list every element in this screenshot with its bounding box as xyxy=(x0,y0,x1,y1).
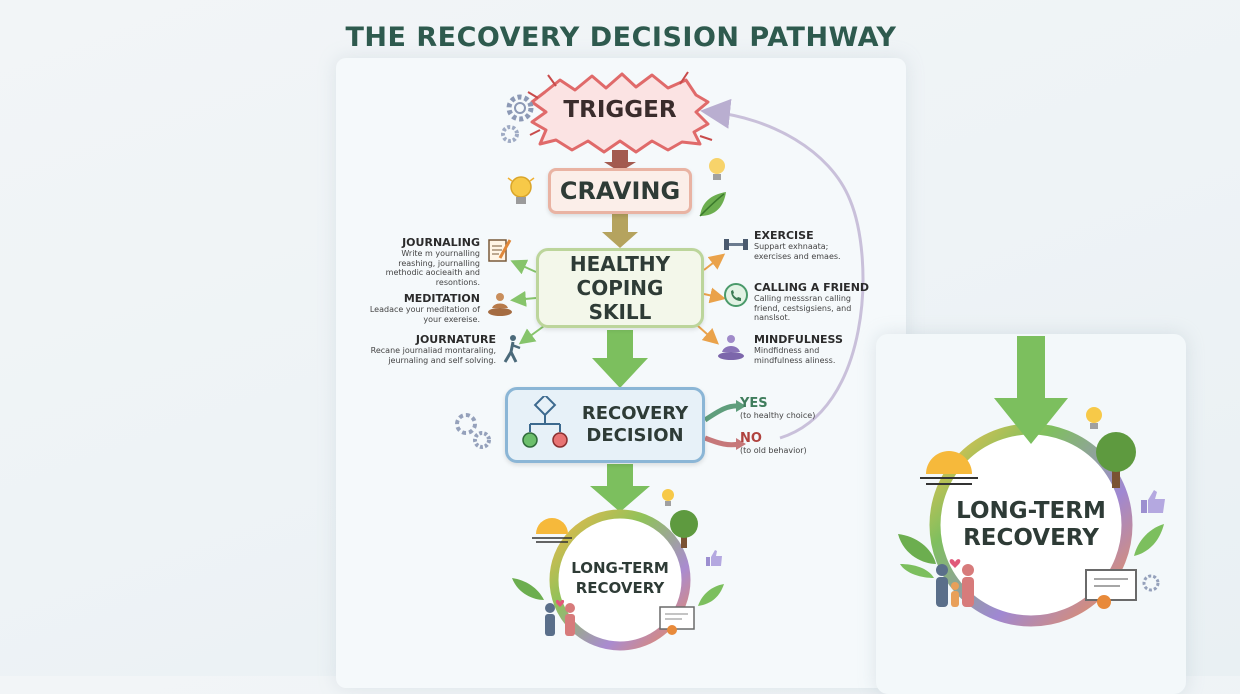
skill-heading: JOURNATURE xyxy=(415,333,496,346)
family-icon xyxy=(936,559,974,607)
choice-no: NO (to old behavior) xyxy=(740,431,807,455)
gear-icon xyxy=(455,413,491,449)
person-walking-icon xyxy=(503,335,521,363)
skill-desc: Mindfidness and mindfulness aliness. xyxy=(754,346,836,365)
coping-skill-node: HEALTHY COPING SKILL xyxy=(536,248,704,328)
meditation-icon xyxy=(488,293,512,316)
skill-arrows xyxy=(510,253,726,345)
sun-icon xyxy=(920,451,978,485)
trigger-burst xyxy=(530,72,710,154)
family-icon xyxy=(545,599,575,636)
craving-node: CRAVING xyxy=(548,168,692,214)
recovery-decision-label: RECOVERY DECISION xyxy=(581,403,689,446)
skill-meditation: MEDITATION Leadace your meditation of yo… xyxy=(368,292,480,324)
flow-graphics xyxy=(510,71,1133,651)
skill-exercise: EXERCISE Suppart exhnaata; exercises and… xyxy=(754,229,864,261)
no-note: (to old behavior) xyxy=(740,446,807,455)
phone-bubble-icon xyxy=(724,283,748,307)
lightbulb-icon xyxy=(662,489,674,506)
no-arrow xyxy=(704,435,741,448)
return-loop-arrow xyxy=(700,98,865,440)
meditation-icon xyxy=(718,335,744,360)
trigger-node: TRIGGER xyxy=(563,97,677,123)
lightbulb-icon xyxy=(709,158,725,180)
skill-journature: JOURNATURE Recane journaliad montaraling… xyxy=(368,333,496,365)
leaf-icon xyxy=(512,578,544,600)
skill-heading: CALLING A FRIEND xyxy=(754,281,870,294)
lightbulb-icon xyxy=(507,176,535,204)
trigger-spark-lines xyxy=(527,71,713,141)
yes-label: YES xyxy=(740,396,768,411)
lightbulb-icon xyxy=(1086,407,1102,429)
leaf-icon xyxy=(1134,524,1164,556)
yes-note: (to healthy choice) xyxy=(740,411,816,420)
skill-desc: Leadace your meditation of your exereise… xyxy=(369,305,480,324)
recovery-decision-node: RECOVERY DECISION xyxy=(505,387,705,463)
leaf-icon xyxy=(898,534,936,578)
gear-icon xyxy=(501,94,534,143)
certificate-icon xyxy=(659,606,695,635)
no-label: NO xyxy=(740,431,762,446)
skill-desc: Write m yournalling reashing, journallin… xyxy=(385,249,480,287)
leaf-icon xyxy=(698,584,724,606)
gear-icon xyxy=(1142,574,1160,592)
skill-heading: MINDFULNESS xyxy=(754,333,843,346)
choice-yes: YES (to healthy choice) xyxy=(740,396,815,420)
skill-heading: JOURNALING xyxy=(402,236,480,249)
skill-heading: MEDITATION xyxy=(403,292,480,305)
long-term-ring xyxy=(549,509,691,651)
thumbs-up-icon xyxy=(1141,490,1165,513)
pencil-notebook-icon xyxy=(488,239,512,262)
skill-mindfulness: MINDFULNESS Mindfidness and mindfulness … xyxy=(754,333,864,365)
skill-journaling: JOURNALING Write m yournalling reashing,… xyxy=(368,236,480,287)
zoomed-down-arrow xyxy=(994,336,1068,444)
tree-icon xyxy=(670,510,698,548)
thumbs-up-icon xyxy=(706,550,722,566)
main-flow-arrows xyxy=(590,150,650,512)
skill-desc: Suppart exhnaata; exercises and emaes. xyxy=(754,242,841,261)
flowchart-icon xyxy=(522,396,568,448)
leaf-icon xyxy=(699,192,726,217)
long-term-recovery-node: LONG-TERM RECOVERY xyxy=(571,559,669,597)
certificate-icon xyxy=(1085,569,1137,609)
tree-icon xyxy=(1096,432,1136,488)
dumbbell-icon xyxy=(724,239,748,250)
skill-calling-a-friend: CALLING A FRIEND Calling messsran callin… xyxy=(754,281,872,323)
skill-desc: Recane journaliad montaraling, jeurnalin… xyxy=(370,346,496,365)
diagram-title: THE RECOVERY DECISION PATHWAY xyxy=(345,22,897,53)
skill-heading: EXERCISE xyxy=(754,229,814,242)
sun-icon xyxy=(532,518,572,543)
long-term-recovery-zoomed: LONG-TERM RECOVERY xyxy=(956,498,1106,551)
skill-desc: Calling messsran calling friend, cestsig… xyxy=(754,294,852,322)
yes-arrow xyxy=(703,403,741,423)
